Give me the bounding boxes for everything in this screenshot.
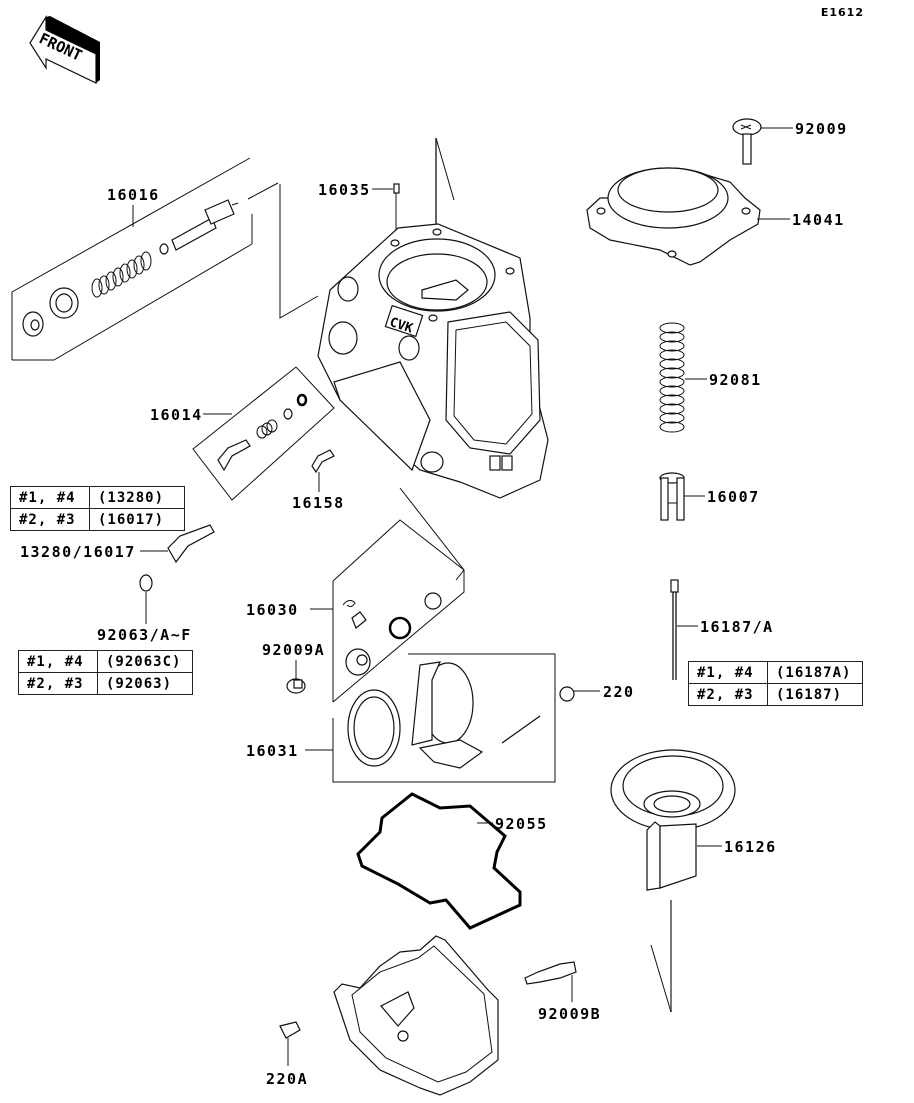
part-16126-piston [610, 749, 736, 1013]
callout-220[interactable]: 220 [603, 683, 635, 701]
callout-16035[interactable]: 16035 [318, 181, 371, 199]
callout-16158[interactable]: 16158 [292, 494, 345, 512]
table-row: #2, #3 (16187) [688, 683, 863, 706]
callout-92063[interactable]: 92063/A~F [97, 626, 192, 644]
callout-16126[interactable]: 16126 [724, 838, 777, 856]
cylinder-cell: #1, #4 [688, 661, 768, 684]
callout-92055[interactable]: 92055 [495, 815, 548, 833]
callout-16007[interactable]: 16007 [707, 488, 760, 506]
table-row: #2, #3 (92063) [18, 672, 193, 695]
callout-92009A[interactable]: 92009A [262, 641, 326, 659]
float-bowl [333, 935, 499, 1096]
front-arrow-icon: FRONT [29, 14, 100, 84]
part-16035 [372, 183, 400, 230]
top-cover-group [586, 118, 793, 266]
callout-92009[interactable]: 92009 [795, 120, 848, 138]
part-cell: (16187A) [767, 661, 863, 684]
callout-16030[interactable]: 16030 [246, 601, 299, 619]
part-92081-spring [659, 322, 707, 433]
part-92055-gasket [356, 792, 522, 930]
part-cell: (16017) [89, 508, 185, 531]
part-cell: (92063) [97, 672, 193, 695]
callout-220A[interactable]: 220A [266, 1070, 309, 1088]
part-220A [279, 1021, 301, 1066]
callout-16031[interactable]: 16031 [246, 742, 299, 760]
callout-13280-16017[interactable]: 13280/16017 [20, 543, 136, 561]
part-92009B [524, 961, 577, 1002]
cylinder-cell: #2, #3 [10, 508, 90, 531]
part-cell: (16187) [767, 683, 863, 706]
throttle-valve-group [305, 653, 556, 783]
callout-14041[interactable]: 14041 [792, 211, 845, 229]
table-row: #1, #4 (16187A) [688, 661, 863, 684]
callout-16016[interactable]: 16016 [107, 186, 160, 204]
callout-16187[interactable]: 16187/A [700, 618, 774, 636]
callout-92081[interactable]: 92081 [709, 371, 762, 389]
carburetor-body: CVK [317, 137, 549, 499]
part-cell: (13280) [89, 486, 185, 509]
starter-plunger-group [11, 157, 319, 361]
jet-needle-group [310, 487, 465, 703]
variant-table-92063: #1, #4 (92063C) #2, #3 (92063) [18, 650, 193, 695]
main-jet-13280-16017 [139, 524, 215, 624]
part-16007 [659, 472, 705, 521]
cylinder-cell: #2, #3 [18, 672, 98, 695]
variant-table-13280-16017: #1, #4 (13280) #2, #3 (16017) [10, 486, 185, 531]
table-row: #2, #3 (16017) [10, 508, 185, 531]
cylinder-cell: #2, #3 [688, 683, 768, 706]
callout-92009B[interactable]: 92009B [538, 1005, 602, 1023]
part-92009A [286, 660, 306, 694]
diagram-code: E1612 [820, 6, 864, 19]
cvk-mark: CVK [388, 315, 415, 337]
cylinder-cell: #1, #4 [10, 486, 90, 509]
pilot-screw-group [192, 366, 335, 501]
part-220 [559, 686, 600, 702]
part-16187-needle [670, 579, 698, 680]
table-row: #1, #4 (92063C) [18, 650, 193, 673]
cylinder-cell: #1, #4 [18, 650, 98, 673]
variant-table-16187: #1, #4 (16187A) #2, #3 (16187) [688, 661, 863, 706]
part-16158 [311, 449, 335, 492]
part-cell: (92063C) [97, 650, 193, 673]
table-row: #1, #4 (13280) [10, 486, 185, 509]
callout-16014[interactable]: 16014 [150, 406, 203, 424]
